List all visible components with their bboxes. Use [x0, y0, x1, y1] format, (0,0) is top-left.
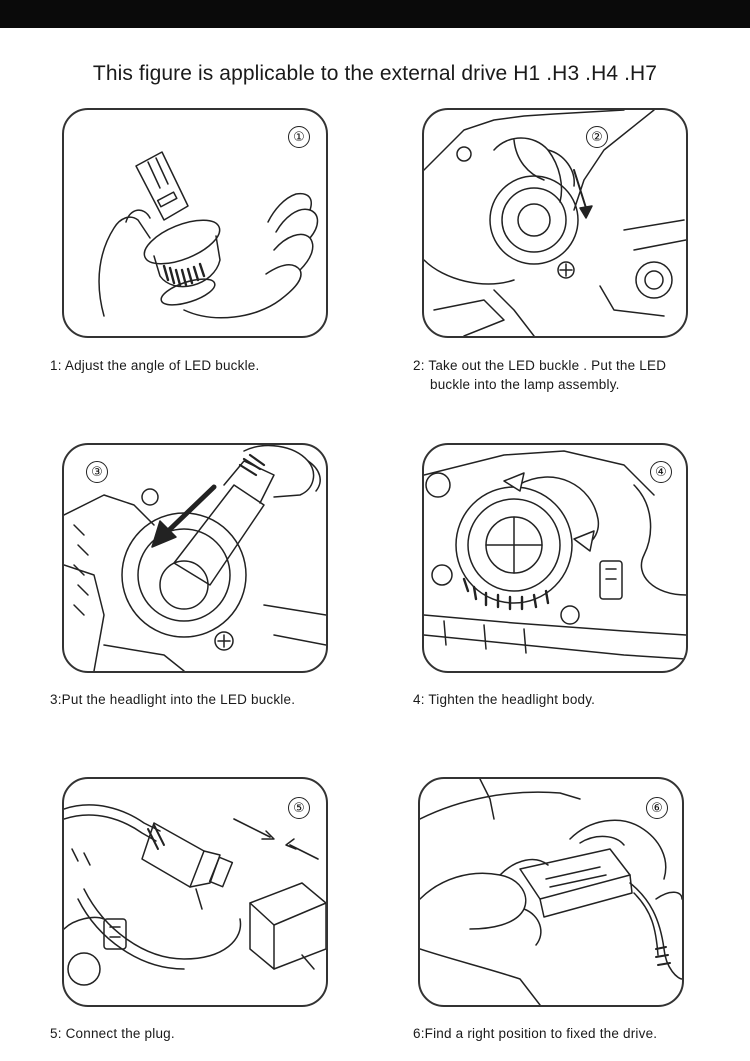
step-number-4: ④: [650, 461, 672, 483]
step-3-illustration: ③: [62, 443, 328, 673]
step-3-caption: 3:Put the headlight into the LED buckle.: [50, 692, 296, 707]
step-4-caption: 4: Tighten the headlight body.: [413, 692, 596, 707]
step-2-illustration: ②: [422, 108, 688, 338]
step-2-caption: 2: Take out the LED buckle . Put the LED…: [413, 356, 666, 394]
step-5-illustration: ⑤: [62, 777, 328, 1007]
step-6-illustration: ⑥: [418, 777, 684, 1007]
step-5-caption: 5: Connect the plug.: [50, 1026, 175, 1041]
step-2-caption-line2: buckle into the lamp assembly.: [430, 377, 620, 392]
step-1-caption: 1: Adjust the angle of LED buckle.: [50, 358, 260, 373]
step-4-illustration: ④: [422, 443, 688, 673]
step-number-3: ③: [86, 461, 108, 483]
step-number-1: ①: [288, 126, 310, 148]
step-2-caption-line1: 2: Take out the LED buckle . Put the LED: [413, 358, 667, 373]
step-6-caption: 6:Find a right position to fixed the dri…: [413, 1026, 658, 1041]
top-black-bar: [0, 0, 750, 28]
step-number-6: ⑥: [646, 797, 668, 819]
step-number-2: ②: [586, 126, 608, 148]
step-1-illustration: ①: [62, 108, 328, 338]
page-title: This figure is applicable to the externa…: [92, 62, 658, 85]
step-number-5: ⑤: [288, 797, 310, 819]
